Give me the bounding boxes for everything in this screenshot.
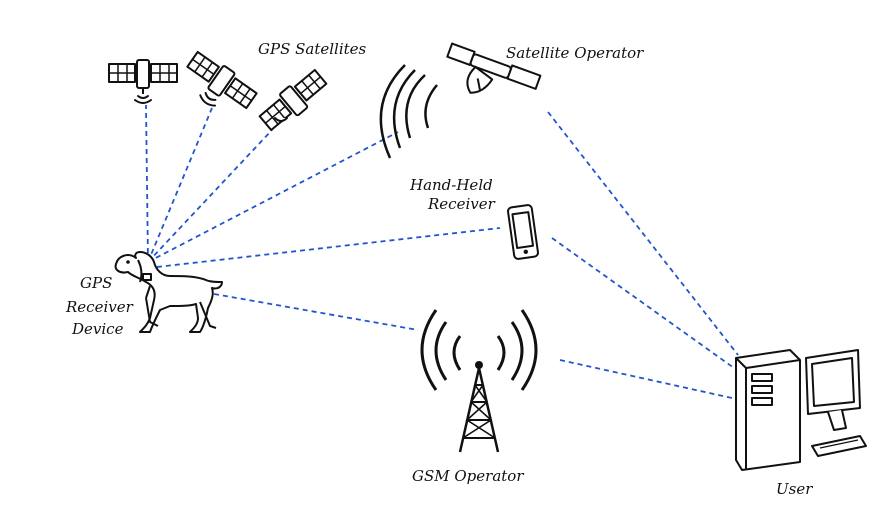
link-device-satellite-3 — [147, 129, 273, 263]
label-gps-device-line3: Device — [71, 320, 124, 338]
satellite-icon — [186, 50, 258, 110]
satellite-icon — [258, 68, 328, 132]
label-user: User — [776, 480, 813, 498]
link-device-satellite-2 — [147, 107, 213, 263]
link-satellite-operator-user — [547, 111, 739, 356]
link-gsm-user — [559, 359, 733, 399]
link-handheld-user — [551, 237, 735, 369]
label-satellite-operator: Satellite Operator — [506, 44, 644, 62]
label-hand-held-line2: Receiver — [427, 195, 496, 213]
dog-icon — [114, 251, 223, 333]
label-gps-device-line2: Receiver — [65, 298, 134, 316]
phone-icon — [507, 204, 539, 260]
label-hand-held-line1: Hand-Held — [409, 176, 493, 194]
link-device-satellite-1 — [145, 104, 149, 263]
link-device-satellite-operator — [147, 131, 399, 263]
connection-links — [145, 104, 739, 399]
computer-icon — [735, 349, 867, 471]
link-device-handheld — [147, 227, 501, 269]
label-gps-device-line1: GPS — [80, 274, 112, 292]
cell-tower-icon — [420, 309, 538, 453]
satellite-icon — [108, 59, 178, 104]
label-gsm-operator: GSM Operator — [412, 467, 524, 485]
satellite-dish-icon — [379, 42, 542, 159]
label-gps-satellites: GPS Satellites — [258, 40, 367, 58]
